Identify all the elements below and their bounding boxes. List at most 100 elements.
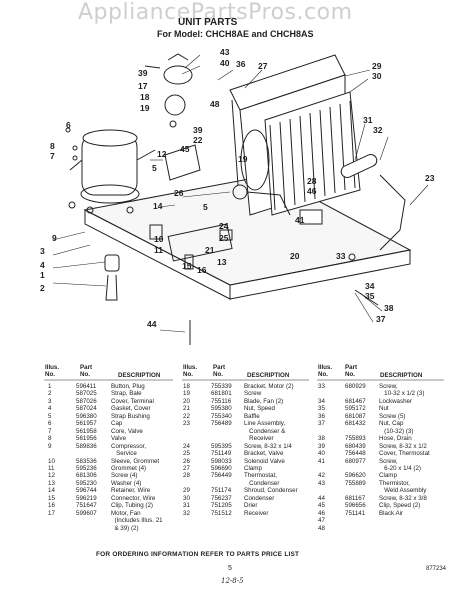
table-cell-illus: 2 bbox=[48, 390, 52, 398]
callout-label: 11 bbox=[154, 245, 163, 255]
table-cell-illus: 14 bbox=[48, 487, 55, 495]
callout-label: 3 bbox=[40, 246, 45, 256]
table-cell-desc: Blade, Fan (2) bbox=[244, 397, 284, 405]
callout-label: 15 bbox=[182, 261, 192, 271]
table-cell-illus: 43 bbox=[318, 479, 325, 487]
column-header-illus: Illus. No. bbox=[183, 364, 198, 379]
table-cell-desc: Screw (5) bbox=[379, 412, 406, 420]
table-cell-desc: Cover, Thermostat bbox=[379, 450, 430, 458]
table-cell-desc: Weld Assembly bbox=[379, 487, 427, 495]
table-cell-part: 751141 bbox=[345, 509, 366, 517]
table-cell-desc: Nut, Cap bbox=[379, 420, 404, 428]
callout-label: 13 bbox=[217, 257, 227, 267]
callout-label: 18 bbox=[140, 92, 150, 102]
table-cell-part: 755116 bbox=[211, 397, 232, 405]
table-cell-desc: Screw, 8-32 x 1/2 bbox=[379, 442, 427, 450]
callout-label: 16 bbox=[197, 265, 207, 275]
callout-label: 43 bbox=[220, 47, 230, 57]
table-cell-illus: 17 bbox=[48, 509, 55, 517]
table-cell-desc: Thermistor, bbox=[379, 479, 410, 487]
table-cell-illus: 41 bbox=[318, 457, 325, 465]
callout-label: 35 bbox=[365, 291, 375, 301]
table-cell-illus: 35 bbox=[318, 405, 325, 413]
table-cell-desc: Nut bbox=[379, 405, 389, 413]
table-cell-desc: Sleeve, Grommet bbox=[111, 457, 160, 465]
table-cell-desc: Motor, Fan bbox=[111, 509, 141, 517]
column-header-description: DESCRIPTION bbox=[247, 372, 290, 379]
table-cell-desc: Clip, Tubing (2) bbox=[111, 502, 153, 510]
leader-lines bbox=[52, 54, 429, 333]
table-cell-desc: Screw, 8-32 x 1/4 bbox=[244, 442, 292, 450]
callout-label: 32 bbox=[373, 125, 383, 135]
table-cell-part: 756489 bbox=[211, 420, 232, 428]
table-cell-illus: 48 bbox=[318, 524, 325, 532]
table-cell-illus: 29 bbox=[183, 487, 190, 495]
table-cell-part: 595236 bbox=[76, 464, 97, 472]
callout-label: 2 bbox=[40, 283, 45, 293]
table-cell-desc: Screw bbox=[244, 390, 262, 398]
table-cell-part: 596690 bbox=[211, 464, 232, 472]
table-cell-desc: Core, Valve bbox=[111, 427, 143, 435]
table-cell-part: 755339 bbox=[211, 383, 232, 390]
callout-label: 44 bbox=[147, 319, 157, 329]
table-cell-illus: 30 bbox=[183, 494, 190, 502]
watermark: AppliancePartsPros.com bbox=[78, 0, 353, 25]
table-cell-illus: 15 bbox=[48, 494, 55, 502]
table-cell-part: 561957 bbox=[76, 420, 97, 428]
column-header-part: Part No. bbox=[345, 364, 358, 379]
callout-label: 28 bbox=[307, 176, 317, 186]
table-cell-illus: 26 bbox=[183, 457, 190, 465]
table-cell-illus: 4 bbox=[48, 405, 52, 413]
table-cell-illus: 31 bbox=[183, 502, 190, 510]
callout-label: 5 bbox=[203, 202, 208, 212]
callout-label: 39 bbox=[138, 68, 148, 78]
table-cell-illus: 42 bbox=[318, 472, 325, 480]
column-header-illus: Illus. No. bbox=[45, 364, 60, 379]
table-cell-illus: 3 bbox=[48, 397, 52, 405]
table-cell-desc: Thermostat, bbox=[244, 472, 278, 480]
table-cell-desc: Condenser bbox=[244, 494, 275, 502]
handwritten-date: 12-8-5 bbox=[221, 577, 244, 585]
table-cell-part: 681801 bbox=[211, 390, 232, 398]
table-cell-illus: 11 bbox=[48, 464, 55, 472]
table-cell-part: 680977 bbox=[345, 457, 366, 465]
table-cell-desc: & 39) (2) bbox=[111, 524, 139, 532]
table-cell-part: 596656 bbox=[345, 502, 366, 510]
table-cell-illus: 34 bbox=[318, 397, 325, 405]
callout-label: 33 bbox=[336, 251, 346, 261]
callout-label: 41 bbox=[295, 215, 305, 225]
table-cell-desc: Button, Plug bbox=[111, 383, 145, 390]
column-header-part: Part No. bbox=[213, 364, 226, 379]
table-cell-desc: Receiver bbox=[244, 435, 274, 443]
table-cell-part: 595172 bbox=[345, 405, 366, 413]
table-cell-desc: Screw, 8-32 x 3/8 bbox=[379, 494, 427, 502]
table-cell-desc: Strap Bushing bbox=[111, 412, 150, 420]
table-cell-illus: 32 bbox=[183, 509, 190, 517]
callout-label: 24 bbox=[219, 221, 229, 231]
exploded-parts-diagram bbox=[52, 53, 429, 345]
table-cell-desc: Screw, bbox=[379, 383, 398, 390]
table-cell-part: 589836 bbox=[76, 442, 97, 450]
column-header-description: DESCRIPTION bbox=[118, 372, 161, 379]
table-cell-part: 681306 bbox=[76, 472, 97, 480]
column-header-illus: Illus. No. bbox=[318, 364, 333, 379]
table-cell-desc: Valve bbox=[111, 435, 127, 443]
callout-label: 38 bbox=[384, 303, 394, 313]
condenser-drawing bbox=[229, 54, 361, 216]
table-cell-desc: Nut, Speed bbox=[244, 405, 275, 413]
callout-label: 29 bbox=[372, 61, 382, 71]
print-code: 877234 bbox=[426, 566, 447, 572]
table-cell-part: 756448 bbox=[345, 450, 366, 458]
model-subtitle: For Model: CHCH8AE and CHCH8AS bbox=[157, 29, 314, 39]
table-cell-desc: Bracket, Valve bbox=[244, 450, 284, 458]
table-cell-part: 598033 bbox=[211, 457, 232, 465]
table-cell-illus: 46 bbox=[318, 509, 325, 517]
table-cell-illus: 33 bbox=[318, 383, 325, 390]
table-cell-illus: 45 bbox=[318, 502, 325, 510]
table-cell-part: 596620 bbox=[345, 472, 366, 480]
callout-label: 22 bbox=[193, 135, 203, 145]
table-cell-desc: Shroud, Condenser bbox=[244, 487, 298, 495]
callout-label: 1 bbox=[40, 270, 45, 280]
callout-label: 45 bbox=[180, 144, 190, 154]
table-cell-part: 595380 bbox=[211, 405, 232, 413]
